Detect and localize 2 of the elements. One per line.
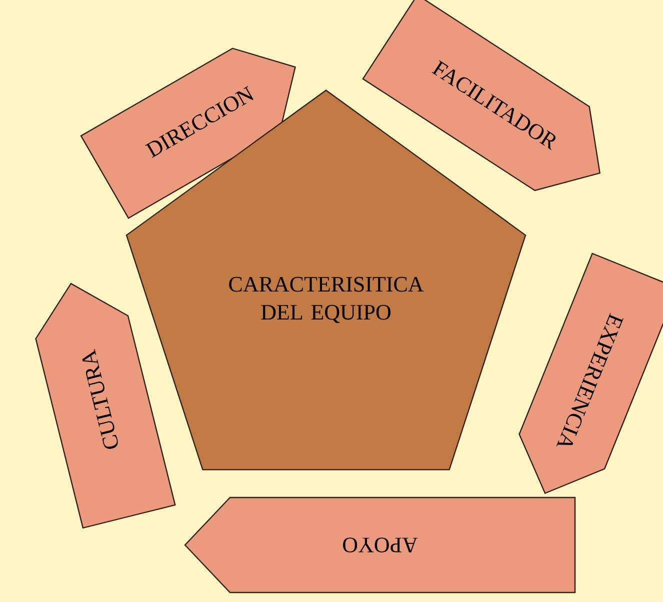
arrow-box: CULTURA — [35, 282, 176, 529]
arrow-box: APOYO — [184, 496, 576, 594]
